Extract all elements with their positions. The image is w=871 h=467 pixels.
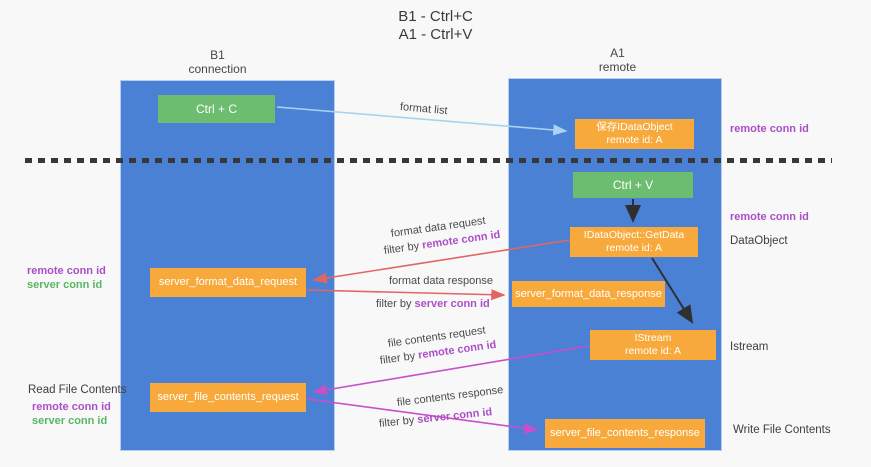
node-save-idataobject-line1: 保存IDataObject bbox=[596, 121, 673, 133]
annotation-left-remote-conn-id: remote conn id bbox=[27, 265, 106, 277]
lifeline-header-b1: B1 connection bbox=[160, 48, 275, 76]
filter-by-text: filter by bbox=[376, 298, 412, 310]
annotation-read-file-contents: Read File Contents bbox=[28, 384, 127, 396]
dashed-divider-line bbox=[25, 158, 832, 163]
annotation-write-file-contents: Write File Contents bbox=[733, 424, 831, 436]
annotation-read-server-conn-id: server conn id bbox=[32, 415, 108, 427]
annotation-read-remote-conn-id: remote conn id bbox=[32, 401, 111, 413]
diagram-title-line2: A1 - Ctrl+V bbox=[398, 26, 473, 43]
node-getdata-line1: IDataObject::GetData bbox=[583, 229, 685, 241]
lifeline-a1-role: remote bbox=[598, 60, 637, 74]
arrow-format-data-response bbox=[306, 289, 506, 301]
label-filter-server-2: filter by server conn id bbox=[378, 406, 492, 430]
annotation-remote-conn-id-mid: remote conn id bbox=[730, 211, 809, 223]
node-istream: IStream remote id: A bbox=[590, 330, 716, 360]
filter-by-text: filter by bbox=[379, 350, 416, 367]
lifeline-b1-role: connection bbox=[188, 62, 247, 76]
node-istream-line1: IStream bbox=[634, 332, 672, 344]
label-file-contents-response: file contents response bbox=[396, 384, 504, 409]
annotation-left-server-conn-id: server conn id bbox=[27, 279, 103, 291]
diagram-title-line1: B1 - Ctrl+C bbox=[398, 8, 473, 25]
filter-by-text: filter by bbox=[378, 414, 415, 430]
node-save-idataobject: 保存IDataObject remote id: A bbox=[575, 119, 694, 149]
node-server-format-data-request: server_format_data_request bbox=[150, 268, 306, 297]
filter-by-text: filter by bbox=[383, 240, 420, 257]
annotation-istream: Istream bbox=[730, 341, 769, 353]
server-conn-id-text: server conn id bbox=[416, 406, 493, 426]
node-idataobject-getdata: IDataObject::GetData remote id: A bbox=[570, 227, 698, 257]
node-server-file-contents-request: server_file_contents_request bbox=[150, 383, 306, 412]
annotation-remote-conn-id-top: remote conn id bbox=[730, 123, 809, 135]
lifeline-header-a1: A1 remote bbox=[560, 46, 675, 74]
node-getdata-line2: remote id: A bbox=[605, 242, 663, 254]
annotation-dataobject: DataObject bbox=[730, 235, 788, 247]
node-server-file-contents-response: server_file_contents_response bbox=[545, 419, 705, 448]
server-conn-id-text: server conn id bbox=[414, 298, 490, 310]
lifeline-a1-name: A1 bbox=[610, 46, 625, 60]
label-format-data-response: format data response bbox=[389, 275, 493, 287]
node-save-idataobject-line2: remote id: A bbox=[606, 134, 663, 146]
node-ctrl-c: Ctrl + C bbox=[158, 95, 275, 123]
node-server-format-data-response: server_format_data_response bbox=[512, 281, 665, 307]
node-istream-line2: remote id: A bbox=[624, 345, 682, 357]
label-format-list: format list bbox=[399, 101, 449, 118]
lifeline-b1-name: B1 bbox=[210, 48, 225, 62]
label-filter-server-1: filter by server conn id bbox=[376, 298, 490, 310]
node-ctrl-v: Ctrl + V bbox=[573, 172, 693, 198]
